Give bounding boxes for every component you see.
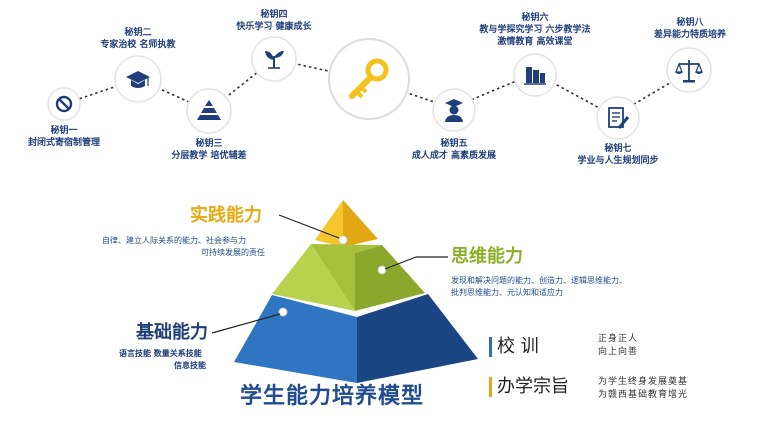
key-3-text: 分层教学 培优辅差 <box>171 151 247 161</box>
pyramid-mid-left <box>272 244 355 311</box>
key-7-text: 学业与人生规划同步 <box>577 156 659 166</box>
key-8-circle <box>666 47 712 93</box>
scales-icon <box>666 47 712 93</box>
key-5-circle <box>432 88 476 132</box>
pyramid-mid-right <box>355 245 425 311</box>
sprout-icon <box>251 36 297 82</box>
key-4-label: 秘钥四 快乐学习 健康成长 <box>224 9 324 33</box>
key-6-circle <box>513 53 557 97</box>
key-6-label: 秘钥六 教与学探究学习 六步教学法 激情教育 高效课堂 <box>470 12 600 48</box>
model-title: 学生能力培养模型 <box>240 384 425 409</box>
key-1-circle <box>47 87 81 121</box>
key-3-title: 秘钥三 <box>195 139 223 149</box>
thinking-ability-title: 思维能力 <box>451 246 523 267</box>
purpose-line-2: 为赣西基础教育增光 <box>598 390 689 400</box>
school-motto-line-1: 正身正人 <box>598 334 639 344</box>
key-5-text: 成人成才 高素质发展 <box>411 151 497 161</box>
key-5-title: 秘钥五 <box>440 139 468 149</box>
key-8-title: 秘钥八 <box>676 18 704 28</box>
key-8-text: 差异能力特质培养 <box>653 30 726 40</box>
key-4-title: 秘钥四 <box>260 10 288 20</box>
key-2-label: 秘钥二 专家治校 名师执教 <box>88 27 188 51</box>
key-icon <box>328 38 410 120</box>
key-1-label: 秘钥一 封闭式寄宿制管理 <box>14 125 114 149</box>
basic-ability-desc-2: 信息技能 <box>174 361 206 370</box>
school-motto-label: 校 训 <box>497 336 539 357</box>
pyramid-bottom-left <box>234 295 357 383</box>
school-motto-line-2: 向上向善 <box>598 347 639 357</box>
key-2-circle <box>114 55 162 103</box>
key-3-circle <box>186 88 232 134</box>
thinking-ability-desc-2: 批判思维能力、元认知和适应力 <box>451 288 563 297</box>
practice-ability-desc-1: 自律、建立人际关系的能力、社会参与力 <box>102 236 246 245</box>
key-7-circle <box>596 96 640 140</box>
document-pen-icon <box>596 96 640 140</box>
key-2-text: 专家治校 名师执教 <box>100 40 176 50</box>
graduation-cap-icon <box>114 55 162 103</box>
motto-bar-blue <box>489 337 492 357</box>
key-2-title: 秘钥二 <box>124 28 152 38</box>
key-1-title: 秘钥一 <box>50 126 78 136</box>
pyramid-mid-face <box>311 244 382 311</box>
practice-ability-title: 实践能力 <box>190 205 262 226</box>
key-1-text: 封闭式寄宿制管理 <box>27 138 100 148</box>
thinking-ability-desc-1: 发现和解决问题的能力、创造力、逻辑思维能力、 <box>451 276 627 285</box>
basic-ability-title: 基础能力 <box>136 322 208 343</box>
key-6-title: 秘钥六 <box>521 13 549 23</box>
key-6-text: 教与学探究学习 六步教学法 <box>479 25 591 35</box>
key-7-label: 秘钥七 学业与人生规划同步 <box>568 143 668 167</box>
pyramid-top-right <box>343 200 378 247</box>
key-4-text: 快乐学习 健康成长 <box>236 22 312 32</box>
purpose-label: 办学宗旨 <box>497 376 569 397</box>
key-center-circle <box>327 37 411 121</box>
graduate-icon <box>432 88 476 132</box>
key-7-title: 秘钥七 <box>604 144 632 154</box>
no-entry-icon <box>47 87 81 121</box>
purpose-line-1: 为学生终身发展奠基 <box>598 377 689 387</box>
key-4-circle <box>251 36 297 82</box>
key-6-text2: 激情教育 高效课堂 <box>497 37 573 47</box>
practice-ability-desc-2: 可持续发展的责任 <box>201 248 265 257</box>
key-8-label: 秘钥八 差异能力特质培养 <box>640 17 740 41</box>
pyramid-bottom-right <box>357 294 478 383</box>
motto-bar-gold <box>489 377 492 397</box>
pyramid-top-left <box>315 200 343 247</box>
basic-ability-desc-1: 语言技能 数量关系技能 <box>119 349 202 358</box>
key-3-label: 秘钥三 分层教学 培优辅差 <box>159 138 259 162</box>
books-icon <box>513 53 557 97</box>
ability-pyramid <box>211 200 478 383</box>
pyramid-icon <box>186 88 232 134</box>
key-5-label: 秘钥五 成人成才 高素质发展 <box>404 138 504 162</box>
